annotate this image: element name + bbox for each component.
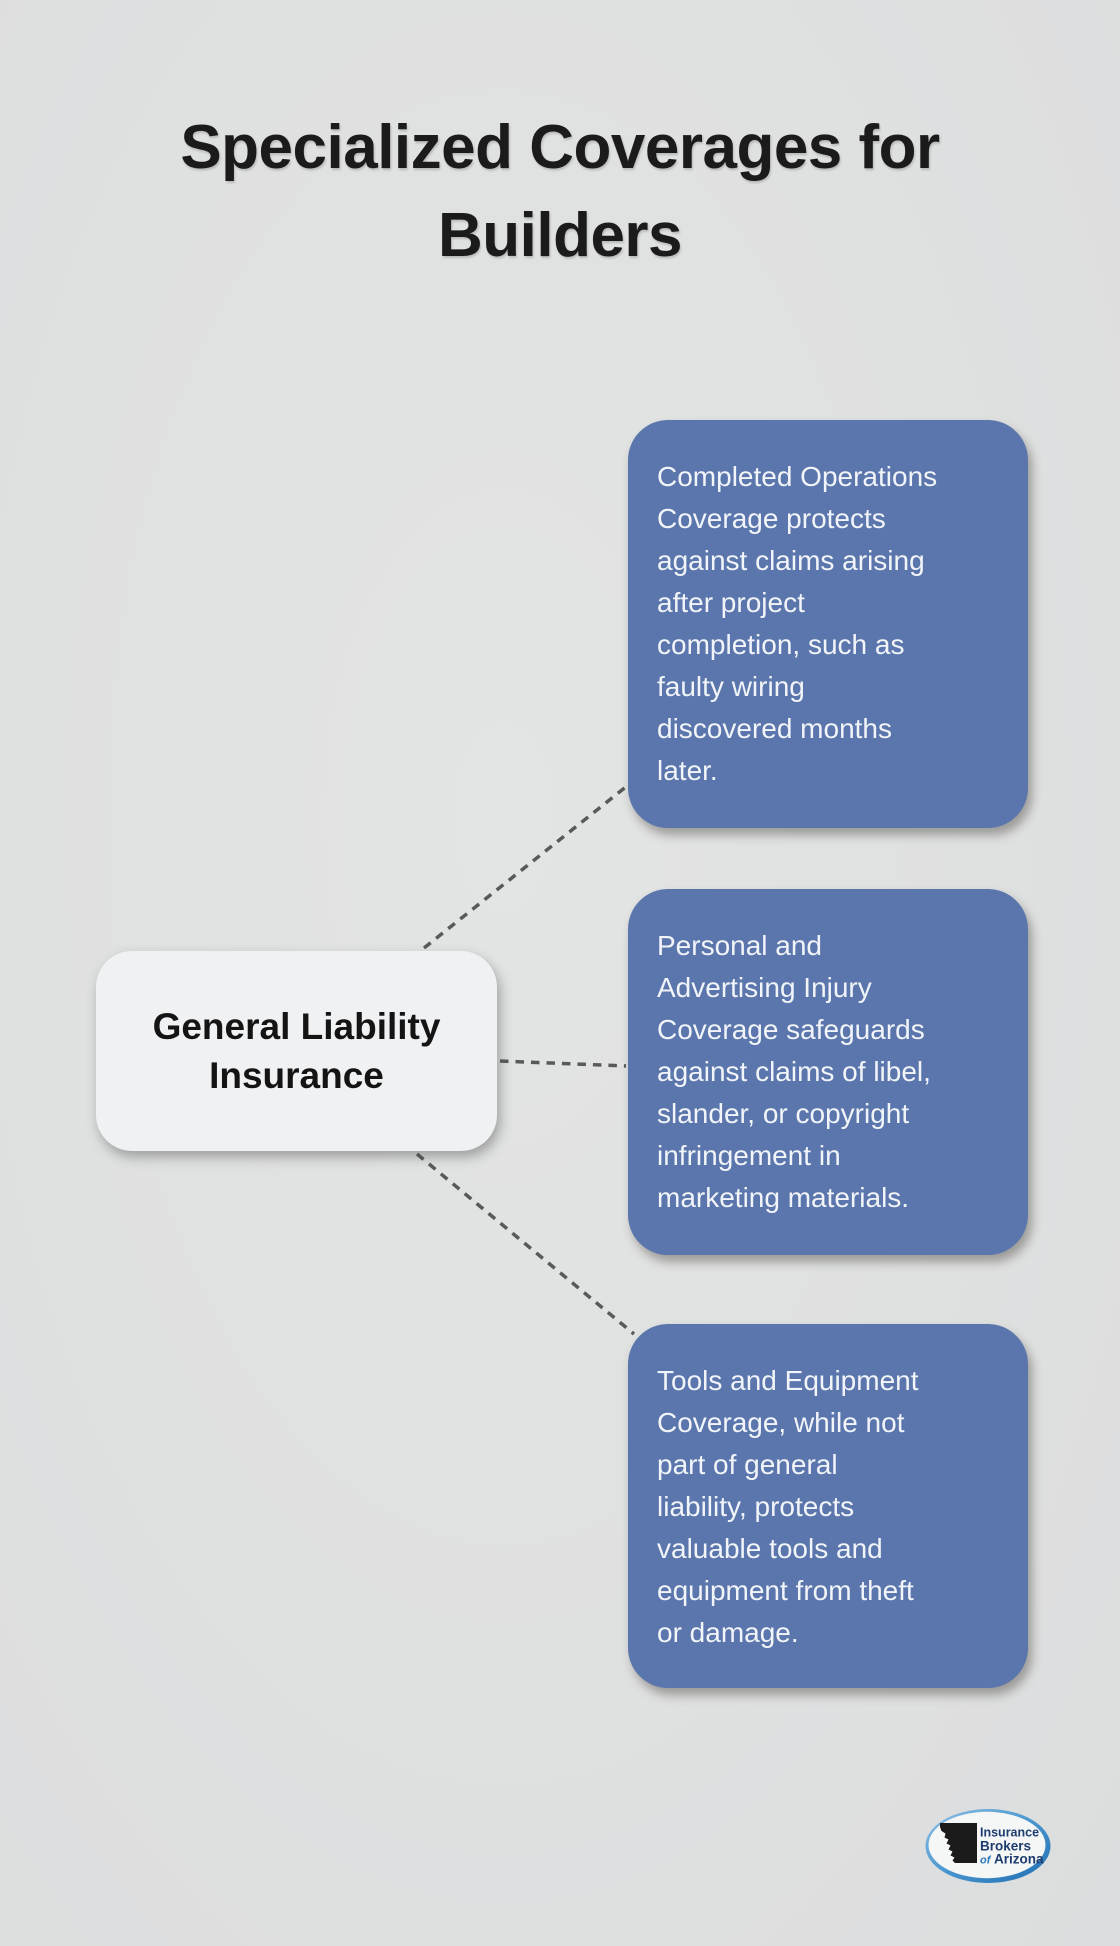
logo-text-of-arizona: of Arizona — [980, 1852, 1044, 1867]
coverage-card-personal-advertising-injury: Personal and Advertising Injury Coverage… — [628, 889, 1028, 1255]
connector-bottom — [415, 1152, 636, 1336]
connector-middle — [499, 1059, 627, 1068]
insurance-brokers-of-arizona-logo: Insurance Brokers of Arizona — [925, 1809, 1051, 1883]
logo-text-brokers: Brokers — [980, 1839, 1031, 1854]
connector-top — [422, 780, 634, 950]
arizona-state-icon — [940, 1823, 977, 1863]
central-node-general-liability: General Liability Insurance — [96, 951, 497, 1151]
page-title: Specialized Coverages for Builders — [180, 113, 940, 270]
coverage-card-completed-operations: Completed Operations Coverage protects a… — [628, 420, 1028, 828]
coverage-card-tools-equipment: Tools and Equipment Coverage, while not … — [628, 1324, 1028, 1688]
logo-text-insurance: Insurance — [980, 1826, 1039, 1840]
logo-text-arizona: Arizona — [994, 1852, 1044, 1867]
logo-text-of: of — [980, 1855, 992, 1867]
